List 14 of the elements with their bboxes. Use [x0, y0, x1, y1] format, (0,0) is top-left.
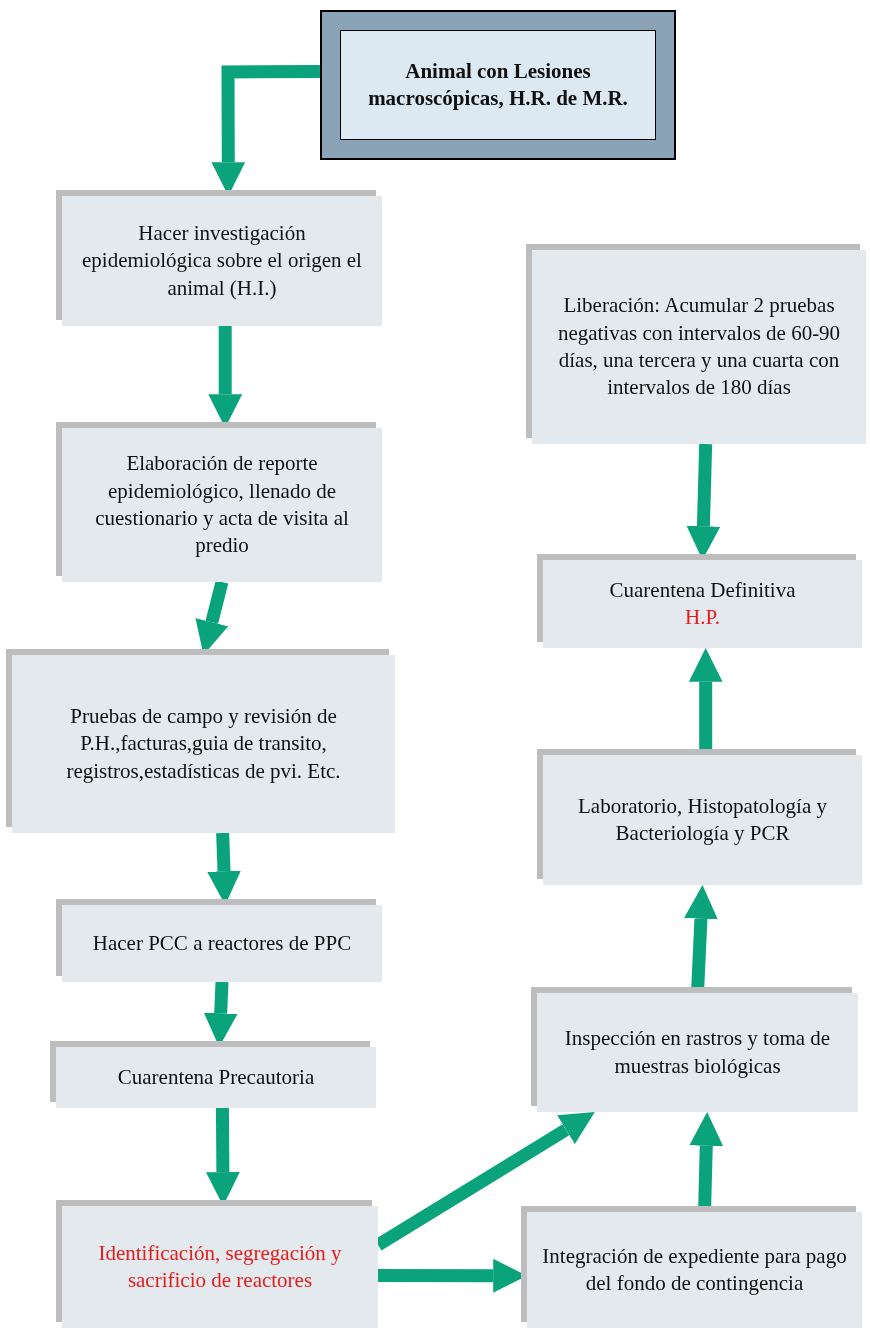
- box-text: H.P.: [685, 604, 720, 631]
- box-text: Cuarentena Precautoria: [117, 1063, 315, 1091]
- box-text: Integración de expediente para pago del fondo de contingencia: [541, 1242, 848, 1297]
- box-text: Identificación, segregación y sacrificio de reactores: [97, 1239, 343, 1294]
- box-text: Laboratorio, Histopatología y Bacteriología y PCR: [577, 792, 828, 847]
- box-text: Hacer PCC a reactores de PPC: [92, 929, 352, 957]
- box-text: Cuarentena Definitiva: [609, 576, 796, 604]
- box-text: Hacer investigación epidemiológica sobre el origen el animal (H.I.): [81, 220, 363, 302]
- start-box: [320, 10, 676, 160]
- box-text: Liberación: Acumular 2 pruebas negativas con intervalos de 60-90 días, una tercera y una cuarta con intervalos de 180 días: [556, 292, 842, 402]
- box-text: Inspección en rastros y toma de muestras biológicas: [563, 1025, 832, 1080]
- box-text: Elaboración de reporte epidemiológico, llenado de cuestionario y acta de visita al predio: [94, 450, 350, 560]
- box-text: Pruebas de campo y revisión de P.H.,facturas,guia de transito, registros,estadísticas de pvi. Etc.: [65, 703, 342, 785]
- box-text: Animal con Lesiones macroscópicas, H.R. de M.R.: [367, 57, 629, 112]
